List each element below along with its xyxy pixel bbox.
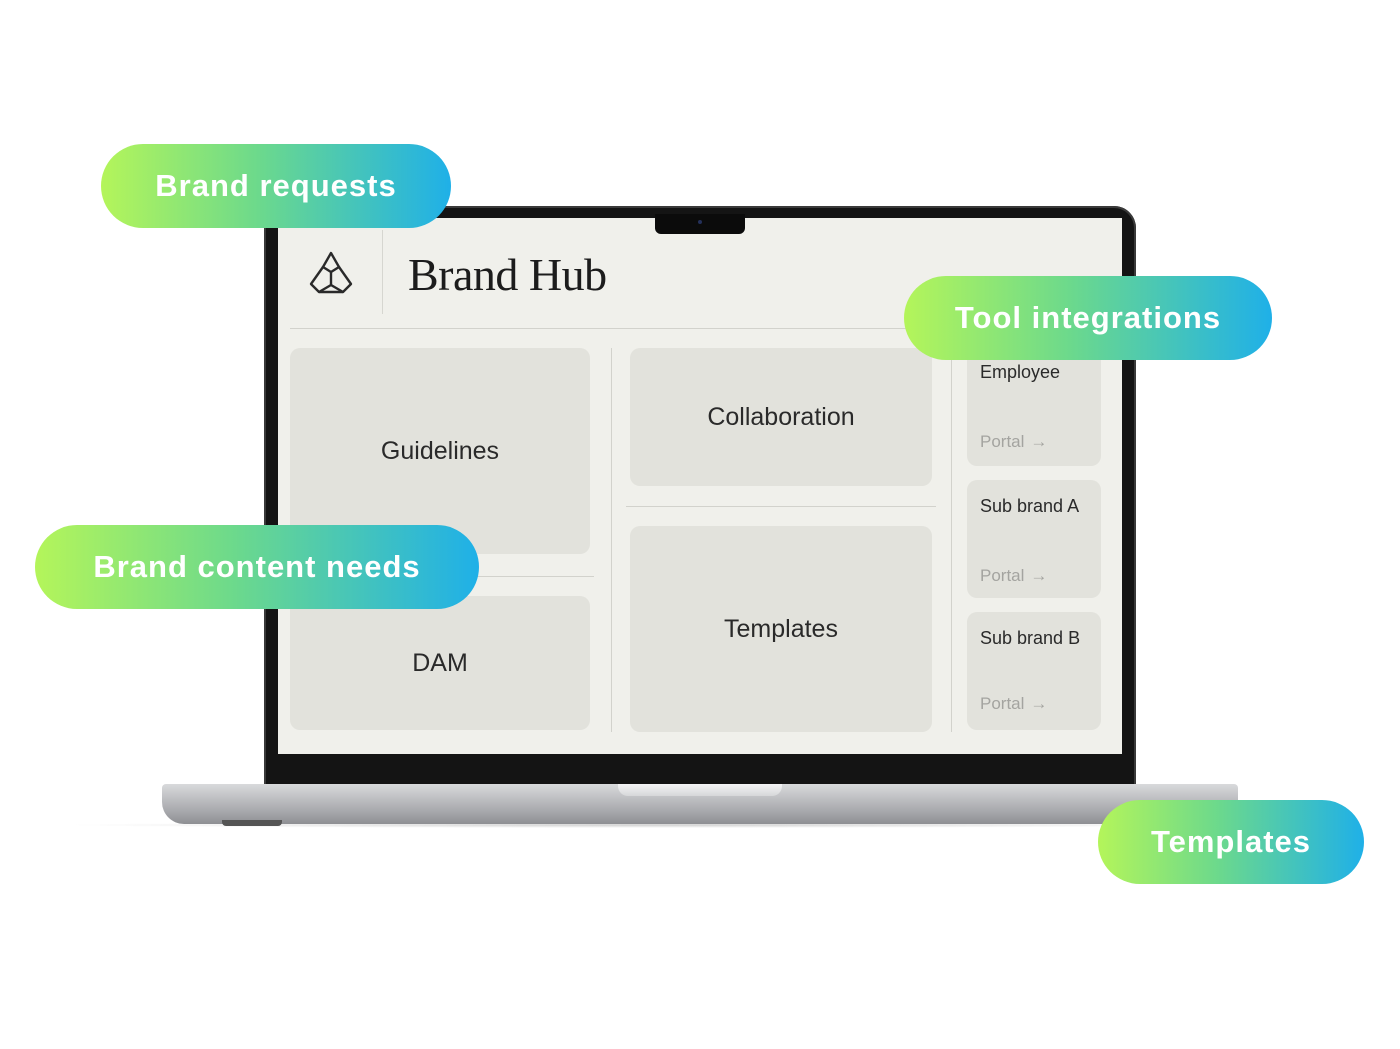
callout-brand-content-needs: Brand content needs (35, 525, 479, 609)
column-separator-1 (611, 348, 612, 732)
callout-tool-integrations: Tool integrations (904, 276, 1272, 360)
brand-hub-logo-icon[interactable] (306, 250, 356, 296)
portal-card-sub-brand-b[interactable]: Sub brand B Portal→ (967, 612, 1101, 730)
portal-card-sub-brand-a[interactable]: Sub brand A Portal→ (967, 480, 1101, 598)
portal-link[interactable]: Portal→ (980, 694, 1048, 713)
column-separator-2 (951, 348, 952, 732)
page-title: Brand Hub (408, 249, 607, 300)
tile-collaboration-label: Collaboration (707, 402, 855, 431)
tile-guidelines[interactable]: Guidelines (290, 348, 590, 554)
callout-templates: Templates (1098, 800, 1364, 884)
laptop-notch (655, 214, 745, 234)
laptop-base-notch (618, 784, 782, 796)
laptop-shadow (60, 822, 1240, 828)
portal-name: Sub brand B (980, 628, 1081, 648)
laptop-foot-left (222, 820, 282, 826)
portal-link[interactable]: Portal→ (980, 432, 1048, 451)
arrow-right-icon: → (1030, 694, 1048, 713)
arrow-right-icon: → (1030, 432, 1048, 451)
portal-card-employee[interactable]: Employee Portal→ (967, 348, 1101, 466)
portal-link[interactable]: Portal→ (980, 566, 1048, 585)
header-divider (382, 230, 383, 314)
tile-templates[interactable]: Templates (630, 526, 932, 732)
tile-templates-label: Templates (724, 614, 838, 643)
tile-guidelines-label: Guidelines (380, 436, 500, 465)
portal-name: Sub brand A (980, 496, 1080, 516)
tile-collaboration[interactable]: Collaboration (630, 348, 932, 486)
portal-name: Employee (980, 362, 1061, 382)
header-rule (290, 328, 1110, 329)
callout-brand-requests: Brand requests (101, 144, 451, 228)
tile-dam-label: DAM (412, 648, 468, 677)
arrow-right-icon: → (1030, 566, 1048, 585)
column-2-divider (626, 506, 936, 507)
tile-dam[interactable]: DAM (290, 596, 590, 730)
camera-icon (698, 220, 702, 224)
